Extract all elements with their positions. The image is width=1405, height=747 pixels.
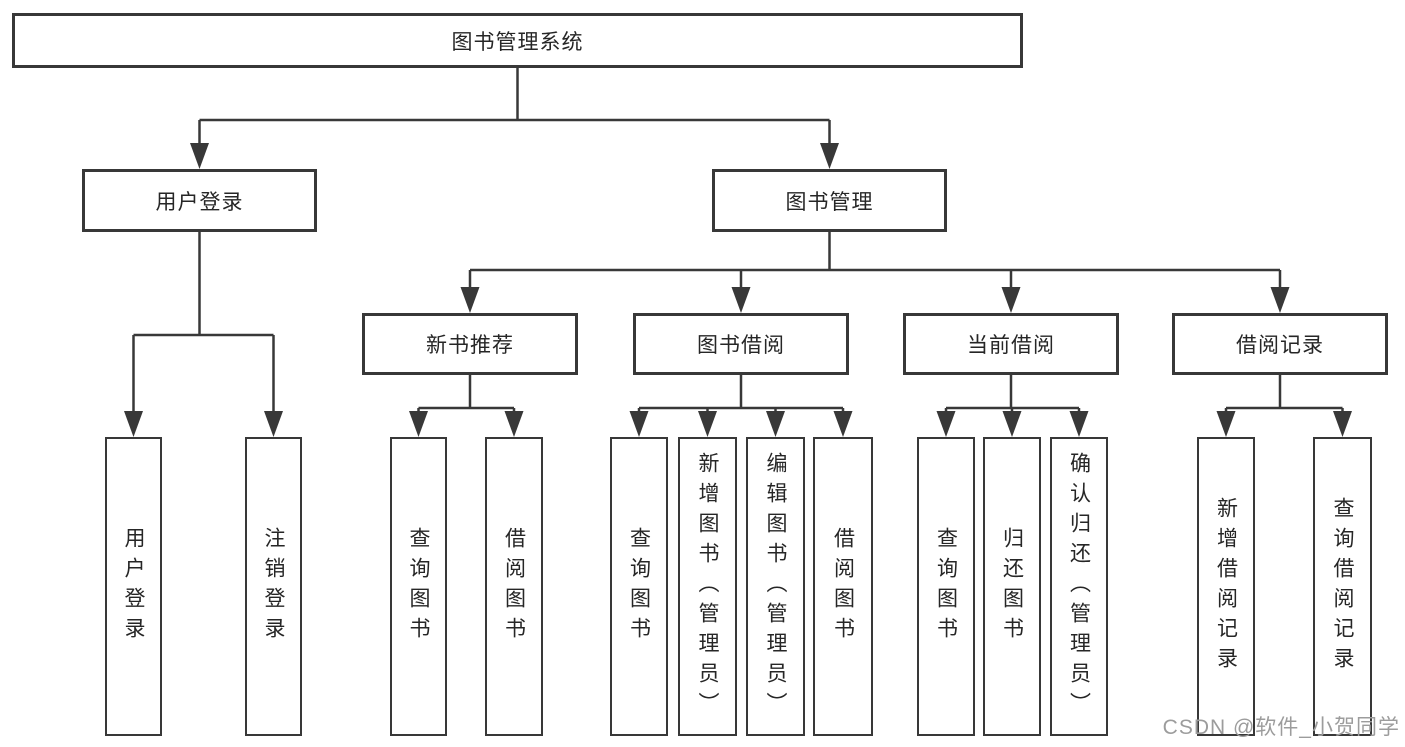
leaf-borrow-book-borrowing: 借阅图书 bbox=[813, 437, 873, 736]
node-root-library-system: 图书管理系统 bbox=[12, 13, 1023, 68]
node-current-borrowing: 当前借阅 bbox=[903, 313, 1119, 375]
leaf-user-login: 用户登录 bbox=[105, 437, 162, 736]
node-user-login: 用户登录 bbox=[82, 169, 317, 232]
leaf-add-borrow-record: 新增借阅记录 bbox=[1197, 437, 1255, 736]
node-new-book-recommend: 新书推荐 bbox=[362, 313, 578, 375]
leaf-query-book-current: 查询图书 bbox=[917, 437, 975, 736]
leaf-logout: 注销登录 bbox=[245, 437, 302, 736]
leaf-query-book-recommend: 查询图书 bbox=[390, 437, 447, 736]
leaf-add-book-admin: 新增图书（管理员） bbox=[678, 437, 737, 736]
leaf-borrow-book-recommend: 借阅图书 bbox=[485, 437, 543, 736]
node-borrow-records: 借阅记录 bbox=[1172, 313, 1388, 375]
leaf-edit-book-admin: 编辑图书（管理员） bbox=[746, 437, 805, 736]
csdn-watermark: CSDN @软件_小贺同学 bbox=[1162, 716, 1400, 739]
leaf-query-borrow-record: 查询借阅记录 bbox=[1313, 437, 1372, 736]
leaf-query-book-borrowing: 查询图书 bbox=[610, 437, 668, 736]
node-book-borrowing: 图书借阅 bbox=[633, 313, 849, 375]
node-book-management: 图书管理 bbox=[712, 169, 947, 232]
leaf-return-book: 归还图书 bbox=[983, 437, 1041, 736]
leaf-confirm-return-admin: 确认归还（管理员） bbox=[1050, 437, 1108, 736]
